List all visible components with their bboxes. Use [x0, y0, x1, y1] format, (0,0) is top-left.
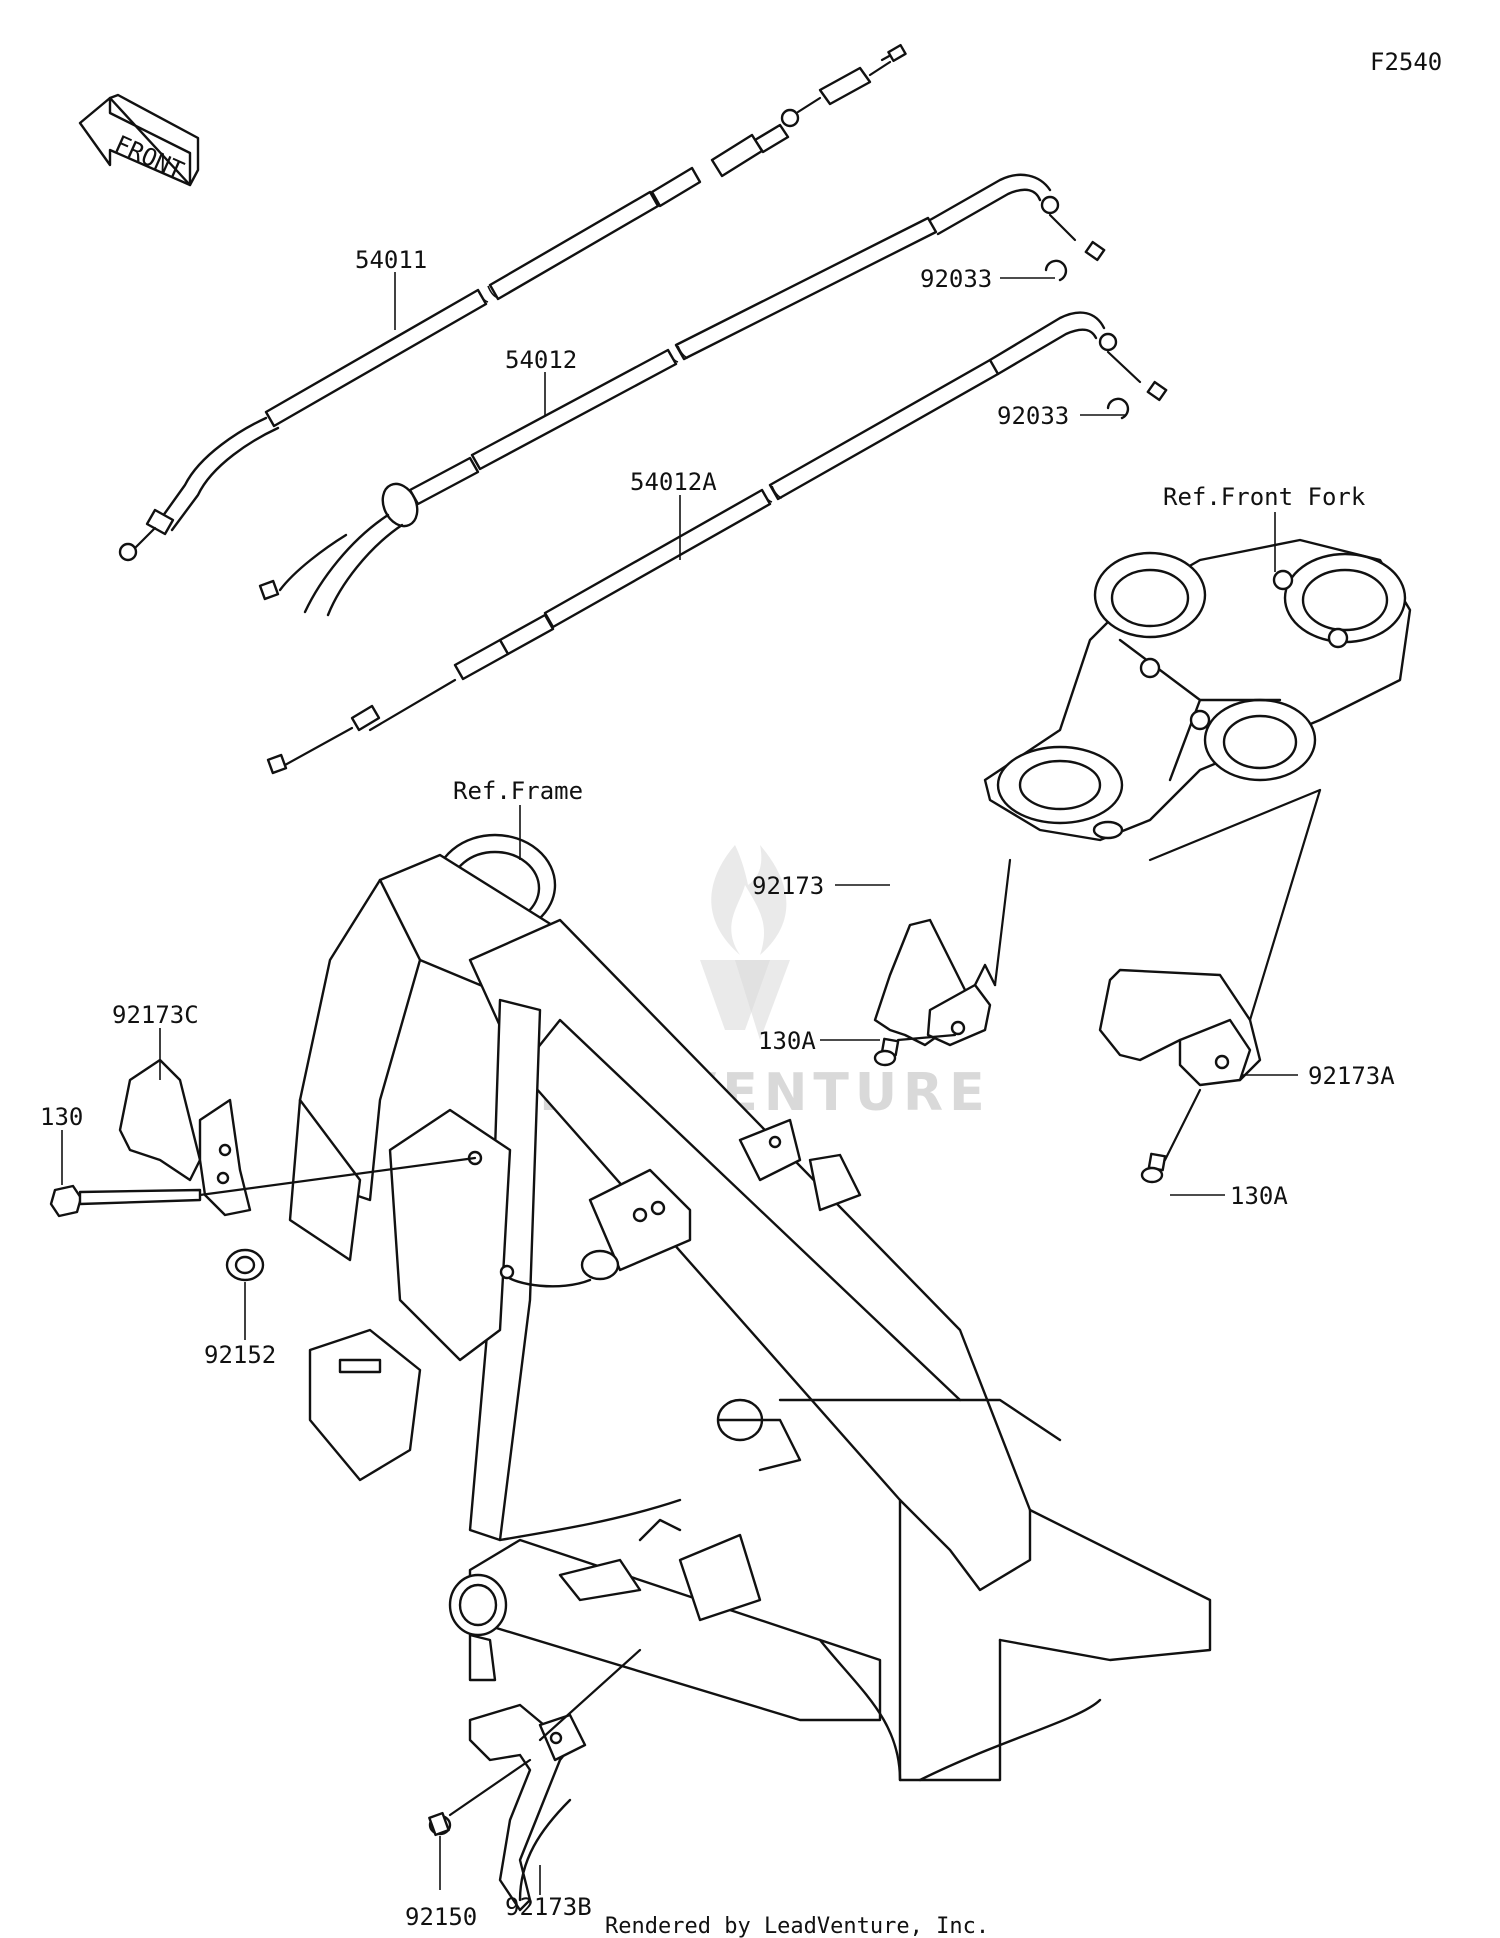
- credit-text: Rendered by LeadVenture, Inc.: [605, 1914, 989, 1938]
- bolt-130: [49, 1156, 477, 1218]
- ref-frame: Ref.Frame: [453, 777, 583, 805]
- clamp-92173: [873, 858, 1012, 1047]
- label-54012A: 54012A: [630, 468, 717, 496]
- label-92173A: 92173A: [1308, 1062, 1395, 1090]
- label-92173: 92173: [752, 872, 824, 900]
- label-54012: 54012: [505, 346, 577, 374]
- label-92033-upper: 92033: [920, 265, 992, 293]
- leader-lines: [61, 272, 1298, 1895]
- bolt-130A-upper: [873, 1033, 957, 1067]
- collar-92152: [225, 1248, 265, 1282]
- bolt-92150: [428, 1758, 532, 1837]
- label-92173C: 92173C: [112, 1001, 199, 1029]
- label-54011: 54011: [355, 246, 427, 274]
- clamp-92173C: [118, 1058, 252, 1217]
- figure-code: F2540: [1370, 48, 1442, 76]
- label-92152: 92152: [204, 1341, 276, 1369]
- clamp-92173A: [1098, 788, 1322, 1087]
- cable-break-marks: [477, 285, 783, 503]
- label-130: 130: [40, 1103, 83, 1131]
- throttle-cable-54012: [258, 173, 1106, 617]
- ref-front-fork: Ref.Front Fork: [1163, 483, 1366, 511]
- label-92033-lower: 92033: [997, 402, 1069, 430]
- clamp-92173B: [468, 1648, 642, 1912]
- label-92150: 92150: [405, 1903, 477, 1931]
- front-arrow-icon: FRONT: [78, 93, 200, 187]
- label-92173B: 92173B: [505, 1893, 592, 1921]
- label-130A-lower: 130A: [1230, 1182, 1288, 1210]
- bolt-130A-lower: [1140, 1088, 1202, 1184]
- front-fork-triple-clamp: [983, 538, 1412, 842]
- motorcycle-frame: [288, 833, 1212, 1782]
- throttle-cable-54012A: [266, 311, 1168, 775]
- clutch-cable-54011: [118, 43, 907, 562]
- label-130A-upper: 130A: [758, 1027, 816, 1055]
